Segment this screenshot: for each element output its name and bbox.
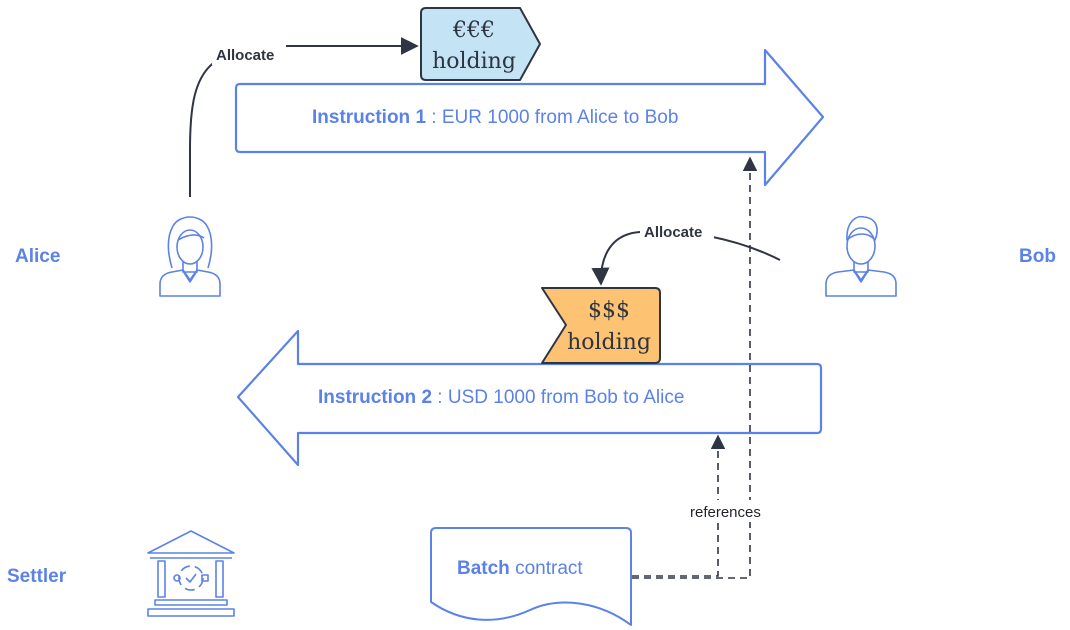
usd-holding-flag <box>541 287 661 364</box>
female-user-icon <box>159 216 221 297</box>
usd-holding-symbol: $$$ <box>588 298 630 323</box>
instruction-1-arrow <box>234 48 825 187</box>
instruction-2-label: Instruction 2 : USD 1000 from Bob to Ali… <box>318 387 684 408</box>
male-user-icon <box>825 215 897 297</box>
reference-connector-instruction-2 <box>632 434 726 577</box>
batch-contract-label: Batch contract <box>457 558 583 579</box>
euro-holding-tag <box>420 7 541 81</box>
instruction-2-arrow <box>236 329 823 467</box>
allocate-bob-label: Allocate <box>644 224 702 241</box>
reference-connector-instruction-1 <box>632 156 758 579</box>
instruction-1-label: Instruction 1 : EUR 1000 from Alice to B… <box>312 107 678 128</box>
bob-label: Bob <box>1019 246 1056 267</box>
references-label: references <box>690 504 761 521</box>
euro-holding-symbol: €€€ <box>452 18 495 43</box>
euro-holding-label: holding <box>432 49 516 74</box>
bank-building-icon <box>147 530 235 617</box>
settler-label: Settler <box>7 566 67 587</box>
alice-label: Alice <box>15 246 60 267</box>
batch-contract-document <box>430 527 632 626</box>
usd-holding-label: holding <box>567 330 651 355</box>
allocate-alice-label: Allocate <box>216 47 274 64</box>
